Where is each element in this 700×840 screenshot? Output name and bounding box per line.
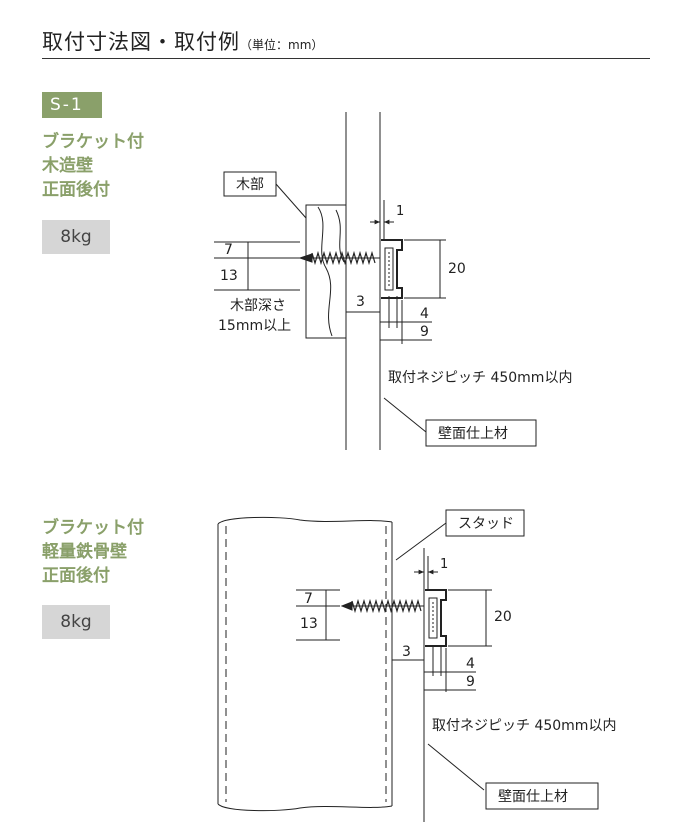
diagram-wood-wall [214,112,537,450]
label-box-wall-2 [485,782,599,810]
label-wall-1: 壁面仕上材 [438,426,508,442]
page-title: 取付寸法図・取付例（単位：mm） [42,26,323,56]
diagram-steel-wall [217,509,599,822]
screw-2 [340,598,424,614]
label-wood: 木部 [236,177,264,193]
wood-grain [317,206,333,337]
dim-3: 3 [356,294,365,310]
dim-20: 20 [448,261,466,277]
label-depth-line1: 木部深さ [230,298,286,314]
leader-wall-1 [383,397,427,433]
leader-stud [395,522,447,561]
s2-line-3: 正面後付 [42,566,110,586]
unit-note: （単位：mm） [240,38,324,52]
s1-weight-badge: 8kg [42,220,110,254]
dim2-4: 4 [466,656,475,672]
dim2-13: 13 [300,616,318,632]
title-divider [42,58,650,59]
s2-line-1: ブラケット付 [42,518,144,538]
dim-1: 1 [396,204,404,219]
label-wall-2: 壁面仕上材 [498,789,568,805]
rail-profile-2 [425,589,447,647]
s1-line-3: 正面後付 [42,180,110,200]
dim2-7: 7 [304,591,313,607]
dim-7: 7 [224,242,233,258]
leader-wood [275,183,307,219]
stud-top-edge [217,516,393,525]
label-box-stud [445,509,525,537]
dim-9: 9 [420,324,429,340]
dim2-20: 20 [494,609,512,625]
label-box-wood [223,171,277,197]
label-box-wall-1 [425,419,537,447]
stud-bottom-edge [217,803,393,812]
label-pitch-1: 取付ネジピッチ 450mm以内 [388,370,572,386]
dim2-1: 1 [440,557,448,572]
s1-line-1: ブラケット付 [42,132,144,152]
dim2-3: 3 [402,644,411,660]
s1-line-2: 木造壁 [42,156,93,176]
rail-profile-1 [381,239,403,299]
leader-wall-2 [427,743,485,791]
label-depth-line2: 15mm以上 [218,318,291,334]
title-text: 取付寸法図・取付例 [42,30,240,54]
label-pitch-2: 取付ネジピッチ 450mm以内 [432,718,616,734]
screw-1 [298,250,380,266]
model-badge: S-1 [42,92,102,118]
dim-13: 13 [220,268,238,284]
s2-weight-badge: 8kg [42,605,110,639]
label-stud: スタッド [458,516,514,532]
s2-line-2: 軽量鉄骨壁 [42,542,127,562]
wood-block [305,204,347,339]
dim2-9: 9 [466,674,475,690]
dim-4: 4 [420,306,429,322]
